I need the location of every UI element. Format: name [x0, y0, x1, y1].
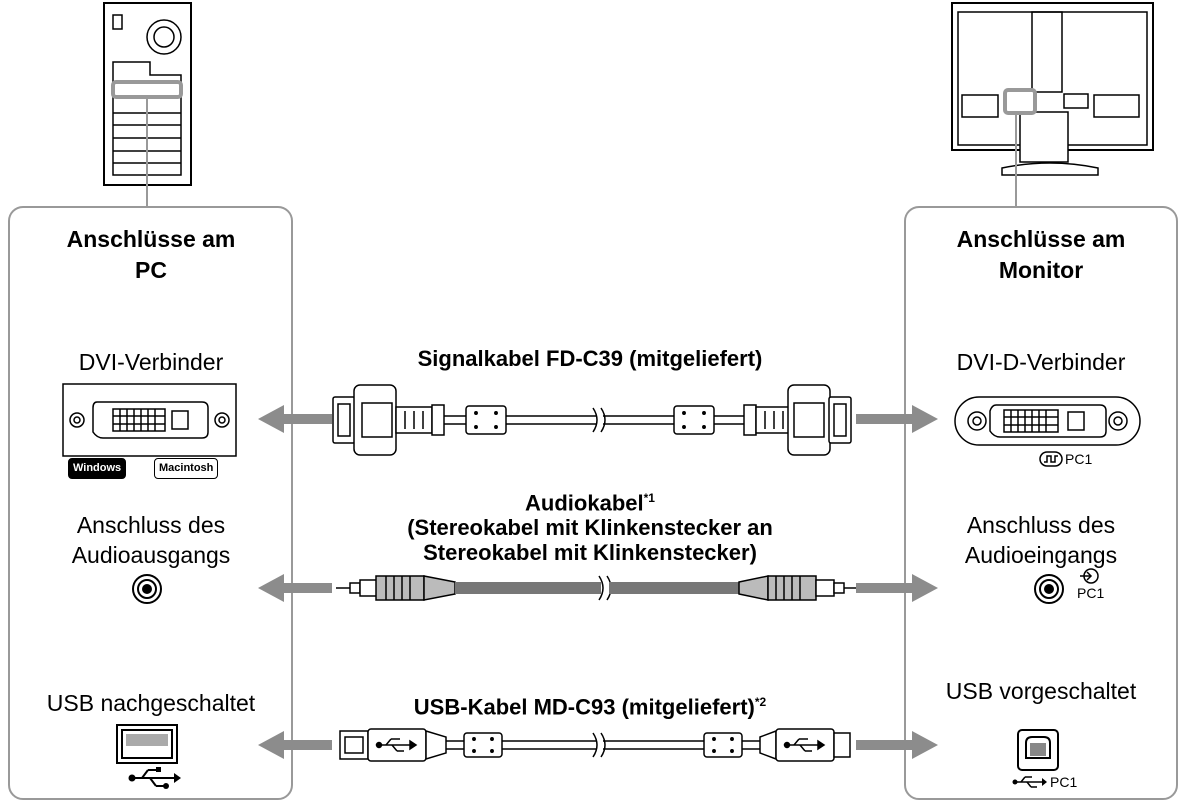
monitor-back-icon	[951, 2, 1154, 207]
monitor-dvi-input-tag: PC1	[1065, 451, 1093, 467]
arrow-left-icon	[258, 574, 332, 602]
pc-tower-icon	[103, 2, 192, 207]
pc-panel-title-line1: Anschlüsse am	[66, 226, 236, 252]
audio-jack-icon	[132, 574, 162, 604]
pc-panel-title-line2: PC	[135, 257, 167, 283]
audio-input-symbol-icon	[1080, 568, 1099, 584]
audio-cable-footnote: *1	[643, 491, 655, 505]
pc-dvi-label: DVI-Verbinder	[78, 349, 224, 375]
monitor-panel-title-line1: Anschlüsse am	[956, 226, 1126, 252]
audio-jack-icon	[1034, 574, 1064, 604]
pc-audio-label: Anschluss des Audioausgangs	[20, 510, 282, 570]
arrow-right-icon	[856, 731, 938, 759]
dvi-cable-icon	[332, 384, 852, 456]
pc-panel	[8, 206, 293, 800]
dvi-port-icon	[954, 396, 1141, 446]
audio-cable-label-line1: Audiokabel*1	[330, 486, 850, 515]
audio-cable-name: Audiokabel	[525, 490, 644, 516]
monitor-audio-input-tag: PC1	[1077, 585, 1105, 601]
arrow-right-icon	[856, 405, 938, 433]
pc-audio-label-line2: Audioausgangs	[71, 542, 231, 568]
dvi-symbol-icon	[1039, 451, 1063, 467]
pc-panel-title: Anschlüsse am PC	[20, 224, 282, 286]
macintosh-badge: Macintosh	[154, 458, 219, 479]
signal-cable-label: Signalkabel FD-C39 (mitgeliefert)	[417, 346, 763, 371]
arrow-left-icon	[258, 731, 332, 759]
audio-cable-label-line2: (Stereokabel mit Klinkenstecker an	[407, 515, 773, 541]
usb-cable-icon	[339, 728, 851, 762]
arrow-left-icon	[258, 405, 332, 433]
monitor-usb-label: USB vorgeschaltet	[945, 678, 1137, 704]
usb-cable-label: USB-Kabel MD-C93 (mitgeliefert)*2	[330, 690, 850, 719]
arrow-right-icon	[856, 574, 938, 602]
pc-usb-label: USB nachgeschaltet	[46, 690, 256, 716]
audio-cable-label: Audiokabel*1 (Stereokabel mit Klinkenste…	[330, 486, 850, 565]
monitor-audio-label-line1: Anschluss des	[966, 512, 1116, 538]
monitor-dvi-label: DVI-D-Verbinder	[956, 349, 1126, 375]
pc-audio-label-line1: Anschluss des	[76, 512, 226, 538]
audio-cable-icon	[336, 575, 856, 601]
usb-b-port-icon	[1017, 729, 1059, 771]
monitor-audio-label-line2: Audioeingangs	[964, 542, 1118, 568]
monitor-audio-label: Anschluss des Audioeingangs	[910, 510, 1172, 570]
monitor-panel-title-line2: Monitor	[998, 257, 1084, 283]
dvi-port-icon	[62, 383, 237, 457]
usb-symbol-icon	[1012, 776, 1047, 788]
usb-symbol-icon	[128, 767, 181, 789]
monitor-usb-input-tag: PC1	[1050, 774, 1078, 790]
monitor-panel	[904, 206, 1178, 800]
audio-cable-label-line3: Stereokabel mit Klinkenstecker)	[423, 540, 757, 566]
usb-cable-name: USB-Kabel MD-C93 (mitgeliefert)	[413, 694, 755, 720]
usb-cable-footnote: *2	[754, 695, 767, 709]
monitor-panel-title: Anschlüsse am Monitor	[910, 224, 1172, 286]
usb-a-port-icon	[116, 724, 178, 764]
windows-badge: Windows	[68, 458, 127, 479]
